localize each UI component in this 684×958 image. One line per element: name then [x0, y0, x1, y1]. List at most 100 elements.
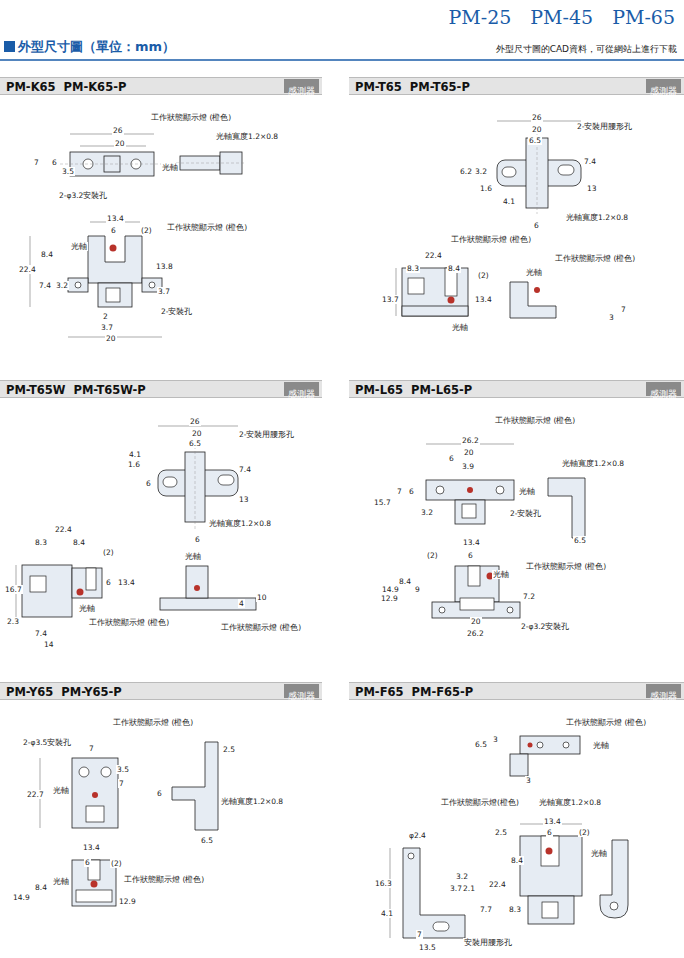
drawing-line	[176, 163, 246, 164]
drawing-line	[396, 268, 397, 316]
drawing-circle	[77, 589, 84, 596]
drawing-circle	[92, 792, 98, 798]
dimension-label: 8.3	[406, 264, 420, 273]
dimension-label: 9	[414, 585, 421, 594]
dimension-label: 26	[531, 113, 543, 122]
dimension-label: 6	[51, 158, 58, 167]
tag-text: 感測器	[288, 86, 315, 96]
drawing-rect	[30, 576, 46, 592]
model-band: PM-T65W PM-T65W-P 感測器	[0, 380, 322, 398]
dimension-label: 16.7	[4, 585, 23, 594]
dimension-label: 6	[84, 858, 91, 867]
drawing-circle	[467, 487, 473, 493]
drawing-circle	[110, 245, 117, 252]
drawing-rect	[510, 754, 528, 776]
drawing-rect	[68, 278, 88, 292]
drawing-rect	[86, 568, 96, 590]
dimension-label: 12.9	[118, 897, 137, 906]
note-text: 外型尺寸圖的CAD資料，可從網站上進行下載	[495, 44, 678, 55]
drawing-rect	[455, 500, 485, 524]
drawing-rect	[98, 283, 132, 307]
dimension-label: 13	[238, 495, 250, 504]
drawing-circle	[149, 282, 155, 288]
category-tag: 感測器	[646, 79, 681, 93]
drawing-rect	[426, 480, 514, 500]
dimension-label: 3	[525, 776, 532, 785]
dimension-label: 7	[118, 779, 125, 788]
drawing-circle	[408, 853, 414, 859]
dimension-label: 工作狀態顯示燈 (橙色)	[554, 254, 636, 263]
dimension-label: 20	[531, 125, 543, 134]
drawing-circle	[528, 743, 533, 748]
model-name: PM-Y65 PM-Y65-P	[6, 685, 122, 699]
series-header: PM-25 PM-45 PM-65	[447, 6, 676, 28]
dimension-label: 4.1	[128, 450, 142, 459]
dimension-label: 7.2	[522, 592, 536, 601]
dimension-label: 光軸寬度1.2×0.8	[220, 797, 284, 806]
model-name: PM-F65 PM-F65-P	[355, 685, 473, 699]
drawing-rect	[72, 758, 118, 828]
tag-text: 感測器	[288, 389, 315, 399]
drawing-rect	[520, 736, 580, 754]
dimension-label: 工作狀態顯示燈 (橙色)	[450, 235, 532, 244]
drawing-circle	[194, 585, 200, 591]
dimension-label: 工作狀態顯示燈 (橙色)	[123, 875, 205, 884]
dimension-label: 3.5	[61, 167, 75, 176]
dimension-label: 工作狀態顯示燈 (橙色)	[494, 416, 576, 425]
drawing-circle	[439, 607, 445, 613]
dimension-label: 8.4	[398, 577, 412, 586]
dimension-label: 15.7	[373, 498, 392, 507]
dimension-label: 6	[448, 454, 455, 463]
dimension-label: 8.4	[72, 538, 86, 547]
dimension-label: 2-安裝孔	[509, 509, 542, 518]
dimension-label: 13	[586, 184, 598, 193]
drawing-rect	[186, 566, 208, 598]
drawing-rect	[433, 922, 449, 931]
drawing-line	[390, 848, 391, 938]
drawing-line	[60, 164, 164, 165]
dimension-label: 8.4	[447, 264, 461, 273]
dimension-label: (2)	[426, 551, 439, 560]
dimension-label: 光軸	[525, 268, 543, 277]
drawing-circle	[436, 486, 444, 494]
dimension-label: 22.4	[424, 251, 443, 260]
drawing-path	[403, 848, 465, 938]
dimension-label: 13.4	[462, 538, 481, 547]
dimension-label: 4.1	[380, 909, 394, 918]
category-tag: 感測器	[284, 79, 319, 93]
dimension-label: 7.4	[583, 157, 597, 166]
drawing-circle	[448, 297, 455, 304]
category-tag: 感測器	[284, 382, 319, 396]
model-name: PM-T65W PM-T65W-P	[6, 383, 146, 397]
dimension-label: 7	[620, 305, 627, 314]
dimension-label: 6	[110, 226, 117, 235]
dimension-label: 7.4	[38, 281, 52, 290]
dimension-label: 工作狀態顯示燈 (橙色)	[166, 223, 248, 232]
drawing-line	[195, 446, 196, 530]
dimension-label: 13.8	[155, 262, 174, 271]
dimension-label: 6	[467, 551, 474, 560]
category-tag: 感測器	[646, 684, 681, 698]
dimension-label: 26.2	[466, 629, 485, 638]
drawing-circle	[91, 881, 98, 888]
dimension-label: 光軸	[52, 877, 70, 886]
dimension-label: 8.4	[34, 883, 48, 892]
dimension-label: 10	[256, 593, 268, 602]
dimension-label: 2.5	[222, 745, 236, 754]
dimension-label: 6	[408, 487, 415, 496]
dimension-label: 2.1	[462, 884, 476, 893]
drawing-rect	[520, 836, 582, 896]
dimension-label: 16.3	[374, 879, 393, 888]
dimension-label: 工作狀態顯示燈(橙色)	[440, 798, 520, 807]
dimension-label: 13.4	[106, 214, 125, 223]
dimension-label: 光軸	[78, 604, 96, 613]
drawing-circle	[563, 742, 569, 748]
dimension-label: 光軸	[492, 570, 510, 579]
drawing-rect	[468, 566, 480, 586]
dimension-label: 3	[608, 313, 615, 322]
drawing-rect	[542, 902, 558, 918]
drawing-rect	[402, 268, 468, 316]
dimension-label: 3.7	[100, 323, 114, 332]
dimension-label: 7.4	[238, 465, 252, 474]
tag-text: 感測器	[650, 86, 677, 96]
